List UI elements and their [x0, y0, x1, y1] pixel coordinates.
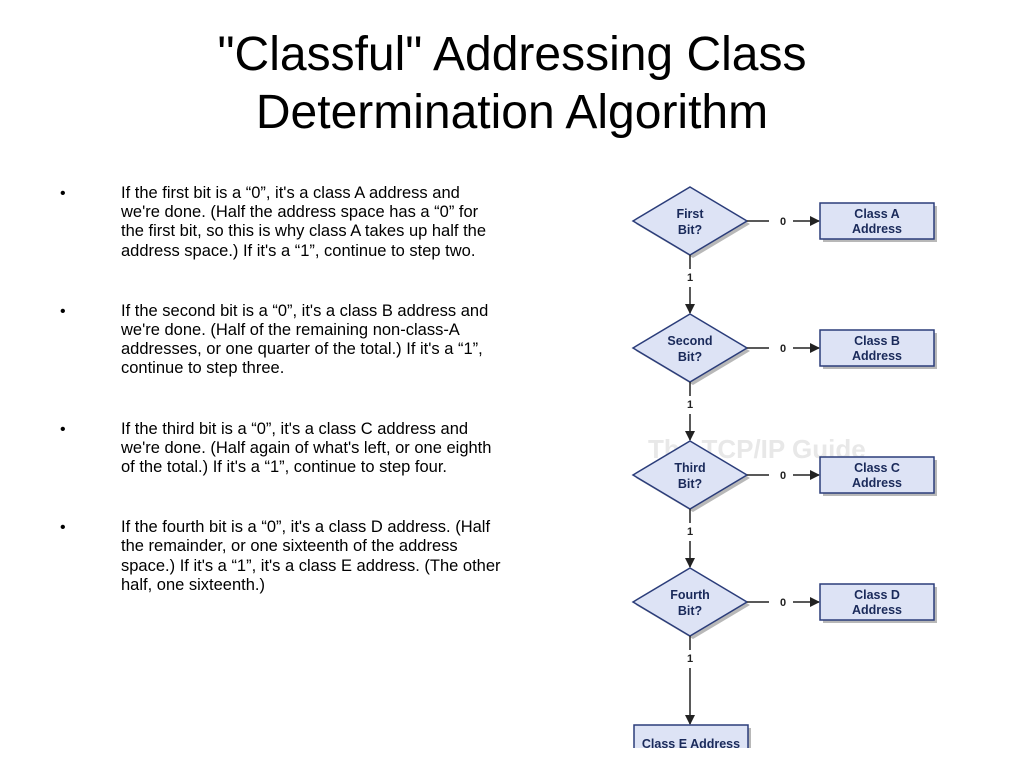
bullet-list: • If the first bit is a “0”, it's a clas… — [60, 184, 501, 636]
result-box — [819, 583, 935, 621]
bullet-marker: • — [60, 185, 66, 202]
decision-diamond — [631, 567, 749, 637]
decision-diamond — [631, 186, 749, 256]
decision-label-line-1: Second — [667, 334, 712, 348]
branch-label-one: 1 — [687, 272, 693, 284]
branch-label-zero: 0 — [780, 343, 786, 355]
result-label-line-2: Address — [852, 476, 902, 490]
decision-label-line-2: Bit? — [678, 604, 702, 618]
branch-label-zero: 0 — [780, 216, 786, 228]
decision-label-line-2: Bit? — [678, 477, 702, 491]
bullet-marker: • — [60, 302, 66, 320]
result-box — [819, 456, 935, 494]
bullet-text: If the fourth bit is a “0”, it's a class… — [121, 518, 501, 594]
decision-label-line-1: First — [676, 207, 704, 221]
slide-title: "Classful" Addressing Class Determinatio… — [0, 26, 1024, 142]
decision-diamond — [631, 313, 749, 383]
result-label-line-2: Address — [852, 349, 902, 363]
result-label-line-1: Class C — [854, 461, 900, 475]
decision-label-line-1: Fourth — [670, 588, 710, 602]
bullet-marker: • — [60, 519, 66, 537]
branch-label-zero: 0 — [780, 597, 786, 609]
bullet-item-1: • If the first bit is a “0”, it's a clas… — [60, 184, 500, 261]
branch-label-zero: 0 — [780, 470, 786, 482]
bullet-text: If the third bit is a “0”, it's a class … — [121, 419, 492, 477]
decision-label-line-2: Bit? — [678, 223, 702, 237]
result-label-line-1: Class D — [854, 588, 900, 602]
branch-label-one: 1 — [687, 653, 693, 665]
result-label-line-2: Address — [852, 222, 902, 236]
result-label-line-2: Address — [852, 603, 902, 617]
bullet-text: If the first bit is a “0”, it's a class … — [121, 184, 487, 260]
bullet-text: If the second bit is a “0”, it's a class… — [121, 301, 489, 378]
slide-title-line-1: "Classful" Addressing Class — [217, 28, 807, 81]
result-label-line-1: Class A — [854, 207, 899, 221]
final-result-box — [633, 724, 749, 748]
result-box — [819, 329, 935, 367]
branch-label-one: 1 — [687, 526, 693, 538]
bullet-item-3: • If the third bit is a “0”, it's a clas… — [60, 420, 500, 478]
result-label-line-1: Class B — [854, 334, 900, 348]
decision-label-line-1: Third — [674, 461, 705, 475]
branch-label-one: 1 — [687, 399, 693, 411]
bullet-marker: • — [60, 420, 66, 438]
slide-title-line-2: Determination Algorithm — [255, 86, 769, 139]
final-result-label: Class E Address — [642, 737, 740, 748]
bullet-item-4: • If the fourth bit is a “0”, it's a cla… — [60, 518, 501, 595]
result-box — [819, 202, 935, 240]
bullet-item-2: • If the second bit is a “0”, it's a cla… — [60, 302, 500, 379]
decision-label-line-2: Bit? — [678, 350, 702, 364]
